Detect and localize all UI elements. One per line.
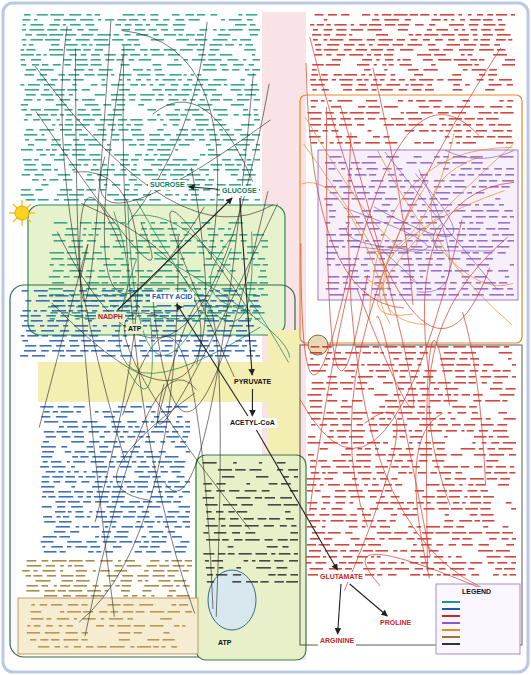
metabolite-label: ATP xyxy=(216,638,233,648)
metabolite-label: GLUCOSE xyxy=(220,186,259,196)
metabolite-name: SUCROSE xyxy=(150,181,185,189)
metabolite-name: GLUTAMATE xyxy=(320,573,363,581)
metabolite-name: GLUCOSE xyxy=(222,187,257,195)
pathway-arrow xyxy=(350,584,388,616)
metabolite-label: FATTY ACID xyxy=(150,292,194,302)
legend-box: LEGEND xyxy=(460,587,493,597)
metabolite-name: ATP xyxy=(128,325,141,333)
pathway-arrow xyxy=(240,198,252,375)
pathway-arrow xyxy=(338,584,341,634)
metabolite-label: PYRUVATE xyxy=(232,377,273,387)
pathway-arrow xyxy=(256,430,337,570)
pathway-arrow xyxy=(177,304,248,416)
metabolite-name: NADPH xyxy=(98,313,123,321)
metabolite-label: ARGININE xyxy=(318,636,356,646)
metabolite-name: PROLINE xyxy=(380,619,411,627)
metabolite-label: ACETYL-CoA xyxy=(228,418,277,428)
metabolite-name: ATP xyxy=(218,639,231,647)
metabolite-label: ATP xyxy=(126,324,143,334)
metabolite-label: GLUTAMATE xyxy=(318,572,365,582)
metabolite-name: PYRUVATE xyxy=(234,378,271,386)
pathway-arrow xyxy=(118,198,233,310)
pathway-arrow xyxy=(189,187,218,189)
metabolite-label: SUCROSE xyxy=(148,180,187,190)
pathway-arrow xyxy=(252,389,253,416)
legend-heading: LEGEND xyxy=(462,588,491,596)
metabolite-name: ARGININE xyxy=(320,637,354,645)
metabolite-name: FATTY ACID xyxy=(152,293,192,301)
metabolite-name: ACETYL-CoA xyxy=(230,419,275,427)
metabolite-label: PROLINE xyxy=(378,618,413,628)
metabolite-label: NADPH xyxy=(96,312,125,322)
